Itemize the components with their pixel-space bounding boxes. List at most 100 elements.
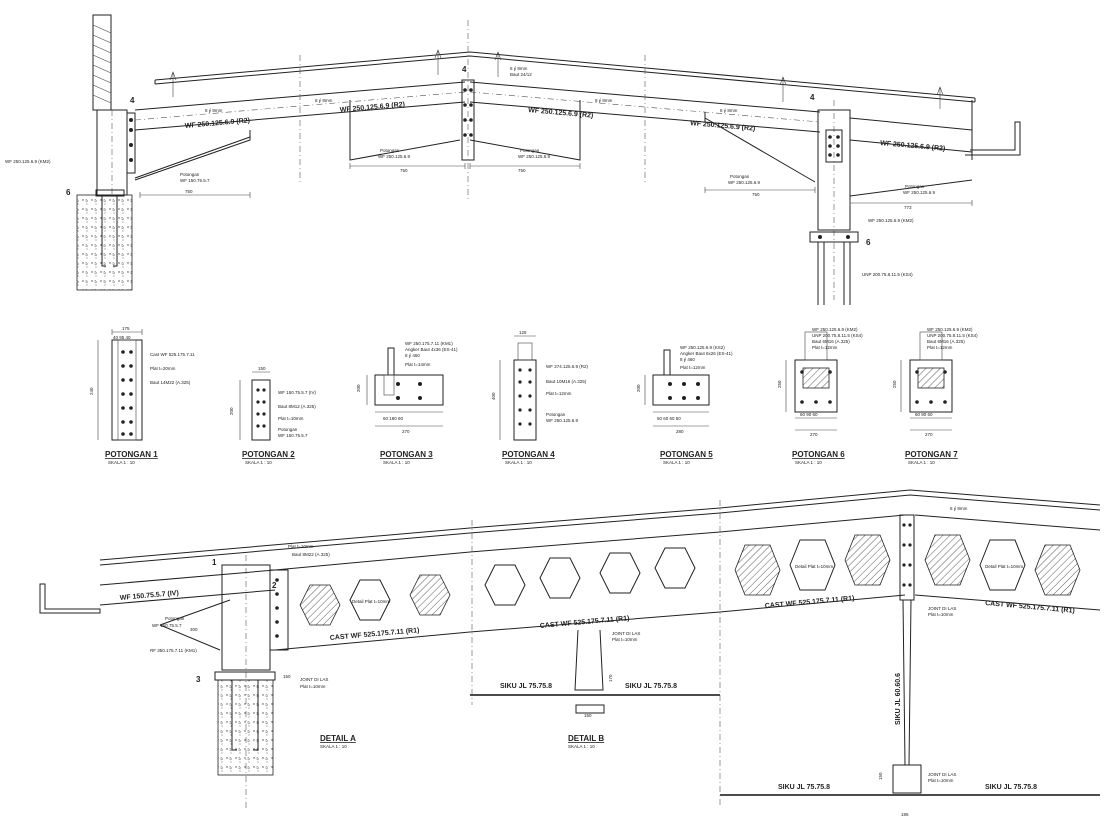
s2-scale: SKALA 1 : 10 xyxy=(245,460,272,465)
section-details-row: 175 40 95 40 240 Cast WF 525.175.7.11 Pl… xyxy=(89,326,978,465)
hex-label-a: Detail Plat t=10mm xyxy=(352,599,390,604)
s3-bottom-dims: 60 180 60 xyxy=(383,416,404,421)
rafter-right-a-label: WF 250.125.6.9 (R2) xyxy=(690,120,756,133)
dim-195: 195 xyxy=(901,812,909,817)
s2-top-dim: 150 xyxy=(258,366,266,371)
s6-note-3: Baut 6M16 (A.325) xyxy=(812,339,850,344)
section-7: 250 60 90 60 270 WF 250.125.6.9 (KM2) UN… xyxy=(892,327,978,465)
s1-title: POTONGAN 1 xyxy=(105,450,158,459)
rafter-mid-right-label: WF 250.125.6.9 (R2) xyxy=(528,107,594,120)
s3-scale: SKALA 1 : 10 xyxy=(383,460,410,465)
s5-note-4: Plat t=12mm xyxy=(680,365,706,370)
s2-height: 200 xyxy=(229,407,234,415)
joint-b-plat: Plat t=10mm xyxy=(612,637,638,642)
detail-a-dim-300: 300 xyxy=(190,627,198,632)
s3-height: 200 xyxy=(356,384,361,392)
s2-note-4: Potongan xyxy=(278,427,298,432)
cast-a-label: CAST WF 525.175.7.11 (R1) xyxy=(330,627,420,642)
elevation-labels: WF 250.125.6.9 (R2) WF 250.125.6.9 (R2) … xyxy=(5,65,946,277)
s1-note-3: Baut 14M22 (A.325) xyxy=(150,380,191,385)
dim-150-b: 150 xyxy=(584,713,592,718)
dim-right-b: 773 xyxy=(904,205,912,210)
section-mark-right: 6 xyxy=(866,238,871,247)
s4-scale: SKALA 1 : 10 xyxy=(505,460,532,465)
brace-right-a-title: Potongan xyxy=(730,174,750,179)
s1-sub-dims: 40 95 40 xyxy=(113,335,131,340)
hex-label-c1: Detail Plat t=10mm xyxy=(795,564,833,569)
joint-b: JOINT DI LAS xyxy=(612,631,640,636)
s1-top-dim: 175 xyxy=(122,326,130,331)
ridge-note-a: 8 ∮ 8mm xyxy=(510,66,528,72)
dim-150-a: 150 xyxy=(283,674,291,679)
siku-b-right: SIKU JL 75.75.8 xyxy=(625,683,677,690)
joint-d-plat: Plat t=10mm xyxy=(928,778,954,783)
right-gutter xyxy=(965,121,1021,156)
detail-b-support xyxy=(470,629,720,714)
s5-scale: SKALA 1 : 10 xyxy=(663,460,690,465)
s1-scale: SKALA 1 : 10 xyxy=(108,460,135,465)
siku-c-left: SIKU JL 75.75.8 xyxy=(778,784,830,791)
s7-scale: SKALA 1 : 10 xyxy=(908,460,935,465)
s3-title: POTONGAN 3 xyxy=(380,450,433,459)
portal-frame-elevation xyxy=(76,14,1021,305)
dim-left: 750 xyxy=(185,189,193,194)
section-mark-left: 6 xyxy=(66,188,71,197)
detail-a-potongan: Potongan xyxy=(165,616,185,621)
left-wall xyxy=(92,14,112,111)
purlin-clips xyxy=(169,49,944,109)
s4-title: POTONGAN 4 xyxy=(502,450,555,459)
bolt-note-mid-left: 8 ∮ 8mm xyxy=(315,98,333,104)
dim-right-a: 750 xyxy=(752,192,760,197)
detail-a-title: DETAIL A xyxy=(320,734,356,743)
ridge-note-b: Baut 24/12 xyxy=(510,72,532,77)
s5-title: POTONGAN 5 xyxy=(660,450,713,459)
section-4: 125 400 WF 274.125.6.9 (R2) Baut 10M16 (… xyxy=(491,330,589,465)
brace-left-label: WF 150.75.5.7 xyxy=(180,178,210,183)
joint-a: JOINT DI LAS xyxy=(300,677,328,682)
detail-b-scale: SKALA 1 : 10 xyxy=(568,744,595,749)
detail-a-plat: Plat t=10mm xyxy=(288,544,314,549)
s4-note-3: Plat t=12mm xyxy=(546,391,572,396)
section-mark-right-top: 4 xyxy=(810,93,815,102)
detail-b-title: DETAIL B xyxy=(568,734,604,743)
detail-b-castellation xyxy=(484,547,696,606)
s1-note-2: Plat t=20mm xyxy=(150,366,176,371)
section-mark-3: 3 xyxy=(196,675,201,684)
joint-c-plat: Plat t=10mm xyxy=(928,612,954,617)
joint-c: JOINT DI LAS xyxy=(928,606,956,611)
s6-note-4: Plat t=12mm xyxy=(812,345,838,350)
brace-right-a-label: WF 250.125.6.9 xyxy=(728,180,761,185)
bolt-note-mid-right: 8 ∮ 8mm xyxy=(595,98,613,104)
s3-note-4: Plat t=14mm xyxy=(405,362,431,367)
hex-label-c2: Detail Plat t=10mm xyxy=(985,564,1023,569)
brace-mid-right-title: Potongan xyxy=(520,148,540,153)
right-column xyxy=(809,100,859,305)
rafter-left-label: WF 250.125.6.9 (R2) xyxy=(185,117,251,130)
s2-note-5: WF 150.75.5.7 xyxy=(278,433,308,438)
s4-top-dim: 125 xyxy=(519,330,527,335)
cast-c1-label: CAST WF 525.175.7.11 (R1) xyxy=(765,595,855,610)
s2-title: POTONGAN 2 xyxy=(242,450,295,459)
siku-b-left: SIKU JL 75.75.8 xyxy=(500,683,552,690)
s3-note-2: Angker Baut 4x36 (ES-41) xyxy=(405,347,458,352)
section-mark-mid: 4 xyxy=(462,65,467,74)
s7-note-2: UNP 200.75.8.11.5 (KS4) xyxy=(927,333,978,338)
cast-c2-label: CAST WF 525.175.7.11 (R1) xyxy=(985,600,1075,615)
cast-b-label: CAST WF 525.175.7.11 (R1) xyxy=(540,615,630,630)
base-right-label: UNP 200.75.8.11.5 (KS4) xyxy=(862,272,913,277)
left-gutter xyxy=(39,583,101,614)
siku-c-right: SIKU JL 75.75.8 xyxy=(985,784,1037,791)
siku-c-vertical: SIKU JL 60.60.6 xyxy=(895,673,902,725)
joint-a-plat: Plat t=10mm xyxy=(300,684,326,689)
dim-150-c: 150 xyxy=(878,772,883,780)
s7-note-4: Plat t=12mm xyxy=(927,345,953,350)
s5-bottom-dims: 50 60 60 50 xyxy=(657,416,681,421)
brace-left-title: Potongan xyxy=(180,172,200,177)
s1-height: 240 xyxy=(89,387,94,395)
s6-height: 250 xyxy=(777,380,782,388)
column-left-label: WF 250.125.6.9 (KM2) xyxy=(5,159,51,164)
section-2: 150 200 WF 150.75.5.7 (IV) Baut 8M12 (A.… xyxy=(229,366,317,465)
s3-note-1: WF 250.175.7.11 (KM1) xyxy=(405,341,453,346)
bolt-note-right: 8 ∮ 8mm xyxy=(720,108,738,114)
